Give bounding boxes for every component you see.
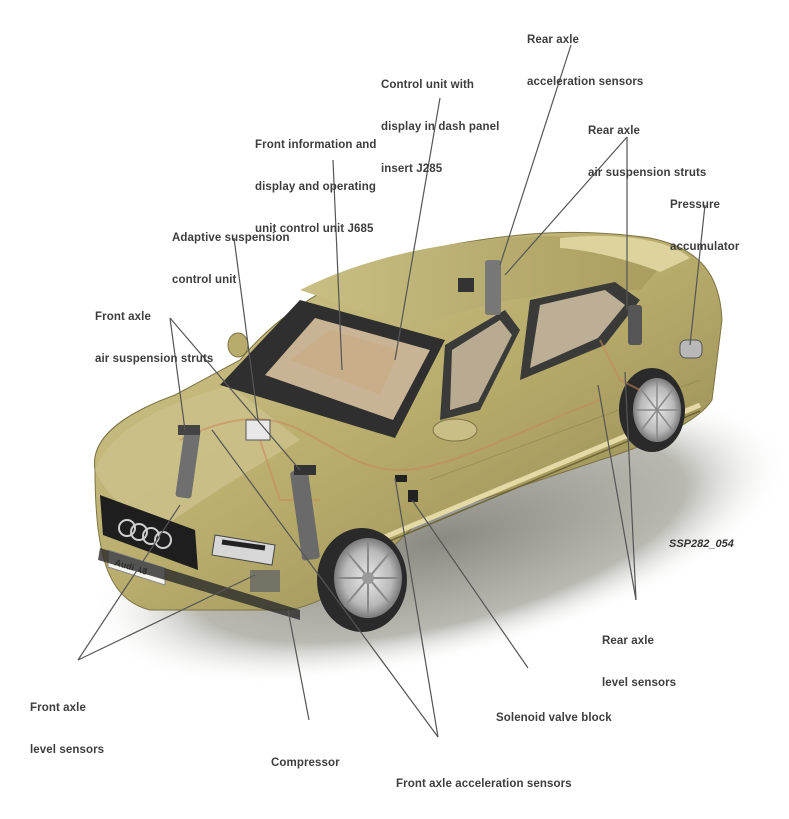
- rear-strut-top: [458, 260, 501, 315]
- front-wheel: [317, 528, 407, 632]
- label-pressure-accumulator: Pressure accumulator: [670, 199, 740, 253]
- accel-sensor-part: [395, 475, 407, 482]
- leader-lines: [77, 44, 706, 738]
- label-compressor: Compressor: [271, 757, 340, 769]
- grille: [100, 495, 198, 570]
- front-right-strut: [290, 465, 320, 561]
- solenoid-valve-part: [408, 490, 418, 502]
- side-mirror: [432, 418, 478, 442]
- front-left-strut: [175, 425, 201, 499]
- label-rear-axle-acceleration-sensors: Rear axle acceleration sensors: [527, 34, 644, 88]
- label-rear-axle-level-sensors: Rear axle level sensors: [602, 635, 677, 689]
- car-roof: [300, 236, 665, 330]
- label-adaptive-suspension-control-unit: Adaptive suspension control unit: [172, 232, 290, 286]
- compressor-part: [250, 570, 280, 592]
- figure-id: SSP282_054: [669, 538, 734, 550]
- label-front-axle-air-suspension-struts: Front axle air suspension struts: [95, 311, 214, 365]
- rear-strut-right: [628, 305, 642, 345]
- label-front-information-j685: Front information and display and operat…: [255, 139, 377, 235]
- label-solenoid-valve-block: Solenoid valve block: [496, 712, 612, 724]
- label-rear-axle-air-suspension-struts: Rear axle air suspension struts: [588, 125, 707, 179]
- rear-wheel: [619, 368, 685, 452]
- label-front-axle-level-sensors: Front axle level sensors: [30, 702, 105, 756]
- label-front-axle-acceleration-sensors: Front axle acceleration sensors: [396, 778, 572, 790]
- label-control-unit-j285: Control unit with display in dash panel …: [381, 79, 500, 175]
- pressure-accumulator-part: [679, 339, 703, 359]
